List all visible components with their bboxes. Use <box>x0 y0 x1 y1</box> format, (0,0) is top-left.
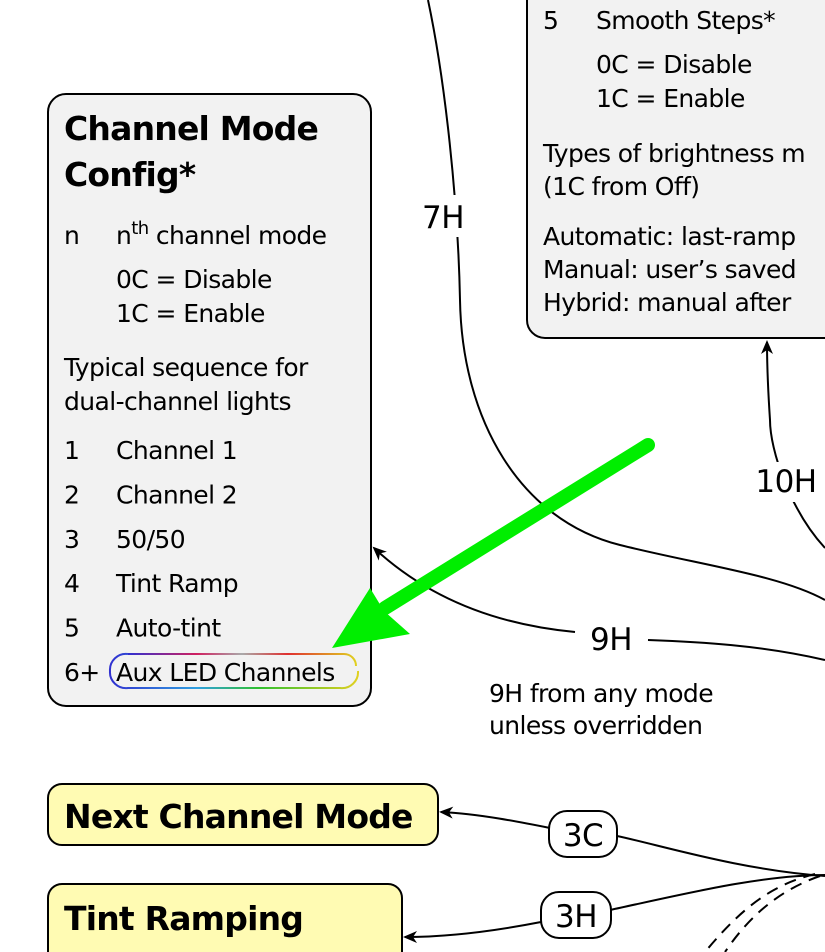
highlight-arrow <box>332 438 655 648</box>
nth-label: nth channel mode <box>116 218 327 250</box>
edge-label-10h: 10H <box>755 464 816 500</box>
aux-border-bottom <box>108 652 360 690</box>
channel-mode-config-box: Channel Mode Config* n nth channel mode … <box>47 93 372 707</box>
note-line-2: unless overridden <box>489 711 702 740</box>
item-label: Smooth Steps* <box>596 6 775 35</box>
channel-mode-item: 50/50 <box>116 525 185 554</box>
box-title: Channel Mode <box>64 109 318 148</box>
edge-3c <box>441 812 825 877</box>
types-text: Types of brightness m <box>542 139 805 168</box>
edge-label-bg <box>750 462 822 502</box>
item-number: 5 <box>64 614 79 643</box>
manual-text: Manual: user’s saved <box>543 255 796 284</box>
option-enable: 1C = Enable <box>116 299 265 328</box>
note-line-1: 9H from any mode <box>489 679 713 708</box>
option-disable: 0C = Disable <box>116 265 272 294</box>
edge-9h-arrow <box>372 546 576 633</box>
types-text: (1C from Off) <box>543 172 699 201</box>
item-number: 1 <box>64 436 79 465</box>
channel-mode-item: Tint Ramp <box>115 569 238 598</box>
channel-mode-item: Channel 1 <box>116 436 237 465</box>
edge-label-3c: 3C <box>563 818 603 854</box>
option-enable: 1C = Enable <box>596 84 745 113</box>
channel-mode-item: Channel 2 <box>116 480 237 509</box>
dashed-edge <box>724 875 821 952</box>
item-number: 3 <box>64 525 79 554</box>
edge-9h <box>647 639 825 661</box>
action-title: Tint Ramping <box>64 899 303 938</box>
edge-label-3h: 3H <box>555 899 597 935</box>
tint-ramping-box[interactable]: Tint Ramping <box>47 883 403 952</box>
sequence-text: dual-channel lights <box>64 387 291 416</box>
item-number: n <box>64 221 79 250</box>
edge-label-3c-badge <box>548 810 618 858</box>
edge-3h <box>405 874 825 937</box>
edge-7h <box>427 0 825 601</box>
option-disable: 0C = Disable <box>596 50 752 79</box>
item-number: 4 <box>64 569 79 598</box>
edge-10h <box>761 340 825 549</box>
smooth-steps-box: 5 Smooth Steps* 0C = Disable 1C = Enable… <box>526 0 825 339</box>
edge-label-7h: 7H <box>422 200 464 236</box>
aux-border-top <box>128 653 357 667</box>
channel-mode-item: Aux LED Channels <box>116 658 335 687</box>
automatic-text: Automatic: last-ramp <box>543 222 796 251</box>
action-title: Next Channel Mode <box>64 797 413 836</box>
dashed-edge <box>704 873 816 952</box>
sequence-text: Typical sequence for <box>63 353 309 382</box>
edge-label-9h: 9H <box>590 622 632 658</box>
item-number: 6+ <box>64 658 100 687</box>
item-number: 2 <box>64 480 79 509</box>
next-channel-mode-box[interactable]: Next Channel Mode <box>47 783 439 846</box>
edge-label-bg <box>418 195 468 237</box>
hybrid-text: Hybrid: manual after <box>543 288 792 317</box>
channel-mode-item: Auto-tint <box>116 614 221 643</box>
item-number: 5 <box>543 6 558 35</box>
box-title: Config* <box>64 155 196 194</box>
edge-label-3h-badge <box>540 891 612 939</box>
